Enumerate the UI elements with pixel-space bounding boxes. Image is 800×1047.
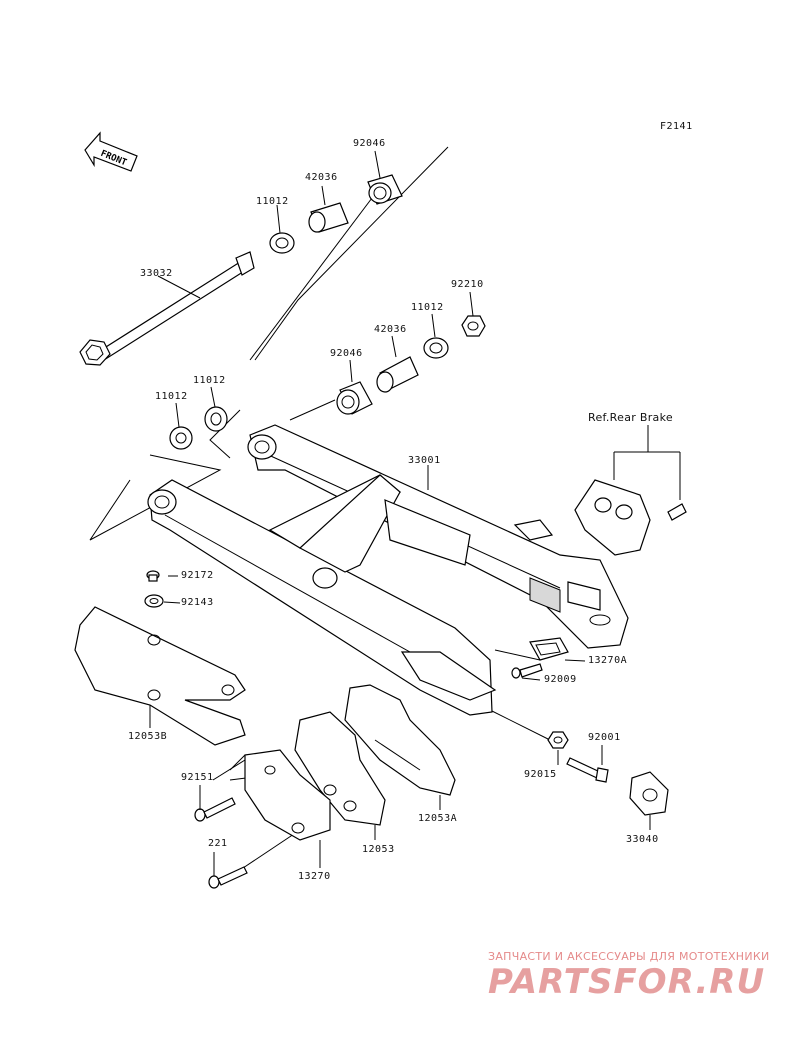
label-33001: 33001 (408, 455, 441, 466)
label-92015: 92015 (524, 769, 557, 780)
nut-92015 (547, 731, 569, 749)
figure-code: F2141 (660, 121, 693, 132)
leader-lines (149, 150, 651, 876)
seal-11012-upper (269, 232, 295, 254)
label-92151: 92151 (181, 772, 214, 783)
chain-guide-12053A (344, 684, 456, 796)
label-11012-left-b: 11012 (155, 391, 188, 402)
block-33040 (629, 771, 669, 816)
seal-11012-right (423, 337, 449, 359)
label-42036-upper: 42036 (305, 172, 338, 183)
label-92210: 92210 (451, 279, 484, 290)
rear-brake-bracket (574, 425, 687, 556)
sleeve-42036-lower (376, 356, 419, 393)
screw-221 (208, 866, 248, 889)
chain-guide-12053 (294, 711, 386, 826)
label-13270A: 13270A (588, 655, 628, 666)
chain-guide-12053B (74, 606, 246, 746)
label-221: 221 (208, 838, 228, 849)
label-12053: 12053 (362, 844, 395, 855)
explode-guide-lines (89, 146, 551, 871)
label-11012-right: 11012 (411, 302, 444, 313)
label-33032: 33032 (140, 268, 173, 279)
plate-13270A (529, 637, 569, 661)
swingarm-33001 (147, 424, 629, 716)
bolt-92001 (566, 757, 609, 783)
label-33040: 33040 (626, 834, 659, 845)
bolt-92172 (146, 570, 160, 582)
label-92046-lower: 92046 (330, 348, 363, 359)
watermark-caption: ЗАПЧАСТИ И АКСЕССУАРЫ ДЛЯ МОТОТЕХНИКИ (488, 950, 770, 963)
sleeve-42036-upper (308, 202, 349, 233)
washer-92143 (144, 594, 164, 608)
label-12053B: 12053B (128, 731, 168, 742)
front-arrow-icon: FRONT (84, 131, 138, 172)
label-92172: 92172 (181, 570, 214, 581)
label-92001: 92001 (588, 732, 621, 743)
label-92143: 92143 (181, 597, 214, 608)
pivot-axle-33032 (79, 251, 255, 366)
collar-92046-upper (367, 174, 403, 205)
watermark-logo: PARTSFOR.RU (488, 962, 766, 1002)
label-11012-left-a: 11012 (193, 375, 226, 386)
bolt-92151 (194, 797, 236, 822)
seal-11012-left-a (204, 406, 228, 432)
label-11012-upper: 11012 (256, 196, 289, 207)
reference-label: Ref.Rear Brake (588, 411, 673, 424)
label-13270: 13270 (298, 871, 331, 882)
label-12053A: 12053A (418, 813, 458, 824)
nut-92210 (461, 315, 486, 337)
plate-13270 (244, 749, 331, 841)
label-92046-upper: 92046 (353, 138, 386, 149)
label-92009: 92009 (544, 674, 577, 685)
label-42036-lower: 42036 (374, 324, 407, 335)
seal-11012-left-b (169, 426, 193, 450)
screw-92009 (511, 663, 543, 679)
collar-92046-lower (336, 381, 373, 415)
